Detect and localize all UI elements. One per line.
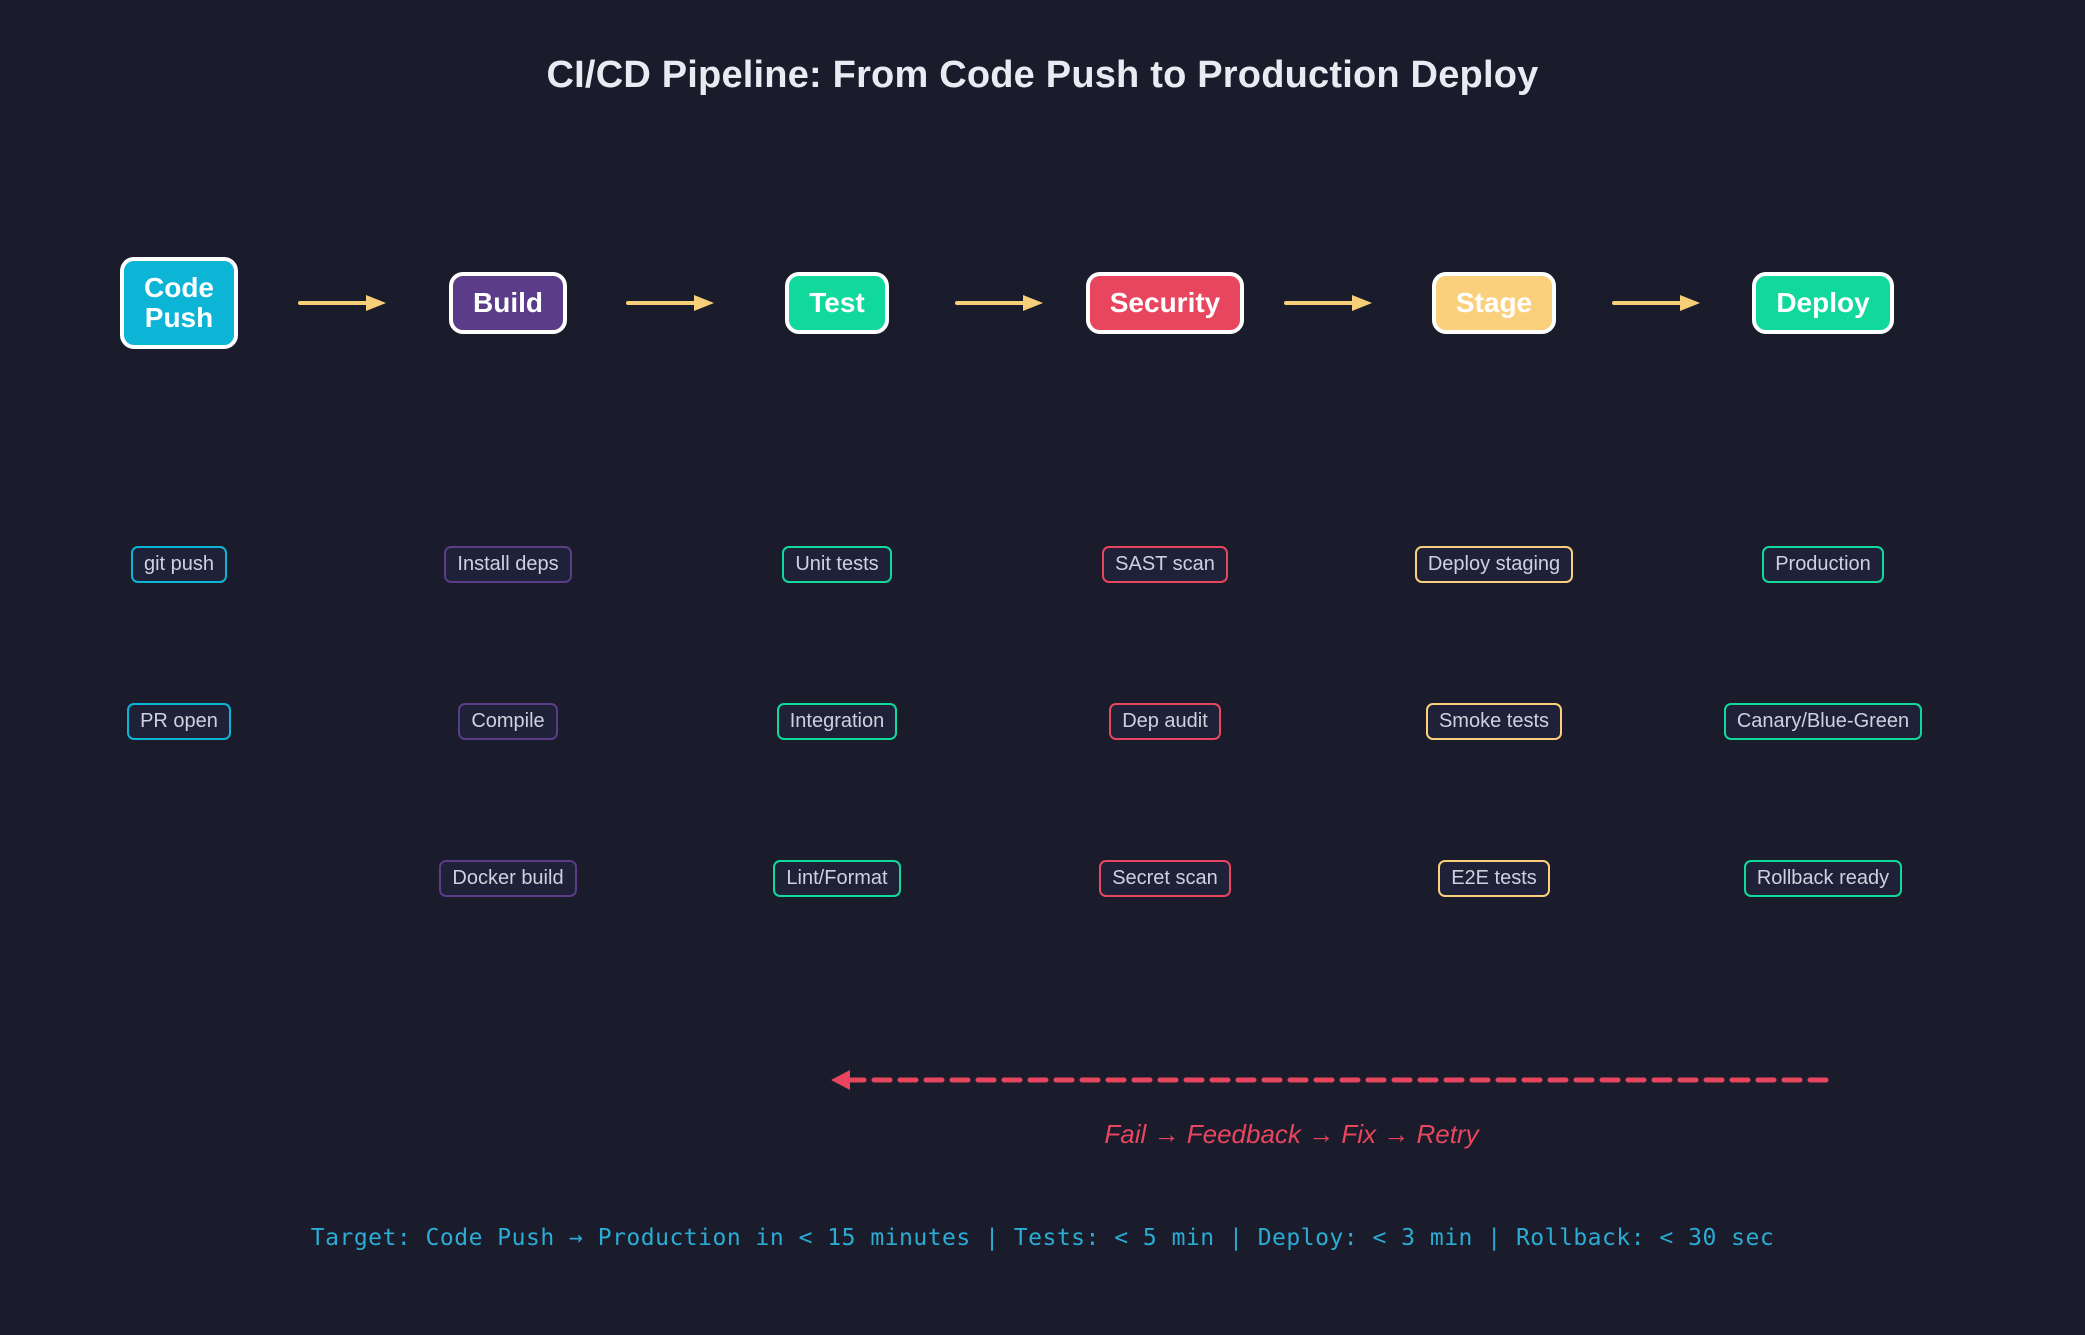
connector-arrow-build-to-test	[626, 292, 716, 314]
subtask-cell-stage-1: Deploy staging	[1344, 542, 1644, 586]
subtask-cell-code-push-3	[29, 856, 329, 900]
subtask-cell-deploy-2: Canary/Blue-Green	[1673, 699, 1973, 743]
subtask-cell-build-2: Compile	[358, 699, 658, 743]
subtask-cell-deploy-3: Rollback ready	[1673, 856, 1973, 900]
connector-arrow-code-push-to-build	[298, 292, 388, 314]
stage-box-deploy[interactable]: Deploy	[1752, 271, 1894, 335]
feedback-loop-arrow	[830, 1068, 1830, 1092]
stage-cell-stage: Stage	[1364, 248, 1624, 358]
subtask-cell-build-1: Install deps	[358, 542, 658, 586]
subtask-cell-test-1: Unit tests	[687, 542, 987, 586]
subtask-cell-test-2: Integration	[687, 699, 987, 743]
stage-box-test[interactable]: Test	[785, 271, 889, 335]
subtask-box-security-3[interactable]: Secret scan	[1099, 859, 1231, 897]
subtask-cell-security-1: SAST scan	[1015, 542, 1315, 586]
subtask-cell-code-push-2: PR open	[29, 699, 329, 743]
subtask-row-1: git push Install deps Unit tests SAST scan D…	[0, 542, 2085, 586]
subtask-box-stage-2[interactable]: Smoke tests	[1425, 702, 1563, 740]
subtask-box-build-2[interactable]: Compile	[458, 702, 558, 740]
subtask-box-code-push-1[interactable]: git push	[130, 545, 228, 583]
subtask-box-build-3[interactable]: Docker build	[439, 859, 577, 897]
subtask-box-deploy-3[interactable]: Rollback ready	[1743, 859, 1903, 897]
stage-cell-code-push: Code Push	[49, 248, 309, 358]
subtask-box-security-1[interactable]: SAST scan	[1102, 545, 1228, 583]
subtask-cell-stage-2: Smoke tests	[1344, 699, 1644, 743]
stage-cell-deploy: Deploy	[1693, 248, 1953, 358]
subtask-cell-build-3: Docker build	[358, 856, 658, 900]
connector-arrow-test-to-security	[955, 292, 1045, 314]
connector-arrow-security-to-stage	[1284, 292, 1374, 314]
subtask-box-stage-3[interactable]: E2E tests	[1438, 859, 1550, 897]
stage-cell-security: Security	[1035, 248, 1295, 358]
subtask-box-deploy-2[interactable]: Canary/Blue-Green	[1723, 702, 1923, 740]
subtask-cell-stage-3: E2E tests	[1344, 856, 1644, 900]
connector-arrow-stage-to-deploy	[1612, 292, 1702, 314]
stage-cell-test: Test	[707, 248, 967, 358]
subtask-box-build-1[interactable]: Install deps	[444, 545, 572, 583]
stage-box-build[interactable]: Build	[449, 271, 567, 335]
subtask-box-test-3[interactable]: Lint/Format	[773, 859, 901, 897]
subtask-cell-deploy-1: Production	[1673, 542, 1973, 586]
pipeline-stage-row: Code Push Build Test Security Stage Deploy	[0, 248, 2085, 358]
subtask-cell-code-push-1: git push	[29, 542, 329, 586]
page-title: CI/CD Pipeline: From Code Push to Produc…	[546, 54, 1539, 96]
subtask-box-security-2[interactable]: Dep audit	[1109, 702, 1221, 740]
subtask-box-deploy-1[interactable]: Production	[1762, 545, 1884, 583]
sla-footer-note: Target: Code Push → Production in < 15 m…	[310, 1225, 1775, 1251]
subtask-box-test-2[interactable]: Integration	[776, 702, 898, 740]
stage-cell-build: Build	[378, 248, 638, 358]
subtask-row-2: PR open Compile Integration Dep audit Smoke …	[0, 699, 2085, 743]
feedback-loop-label-text: Fail → Feedback → Fix → Retry	[1104, 1119, 1479, 1149]
subtask-box-code-push-2[interactable]: PR open	[127, 702, 231, 740]
stage-box-code-push[interactable]: Code Push	[120, 256, 238, 350]
subtask-box-test-1[interactable]: Unit tests	[782, 545, 892, 583]
subtask-cell-test-3: Lint/Format	[687, 856, 987, 900]
subtask-row-3: Docker build Lint/Format Secret scan E2E te…	[0, 856, 2085, 900]
subtask-cell-security-3: Secret scan	[1015, 856, 1315, 900]
stage-box-stage[interactable]: Stage	[1431, 271, 1557, 335]
feedback-loop-label: Fail → Feedback → Fix → Retry	[0, 1119, 2085, 1150]
subtask-cell-security-2: Dep audit	[1015, 699, 1315, 743]
subtask-box-stage-1[interactable]: Deploy staging	[1414, 545, 1574, 583]
stage-box-security[interactable]: Security	[1085, 271, 1245, 335]
